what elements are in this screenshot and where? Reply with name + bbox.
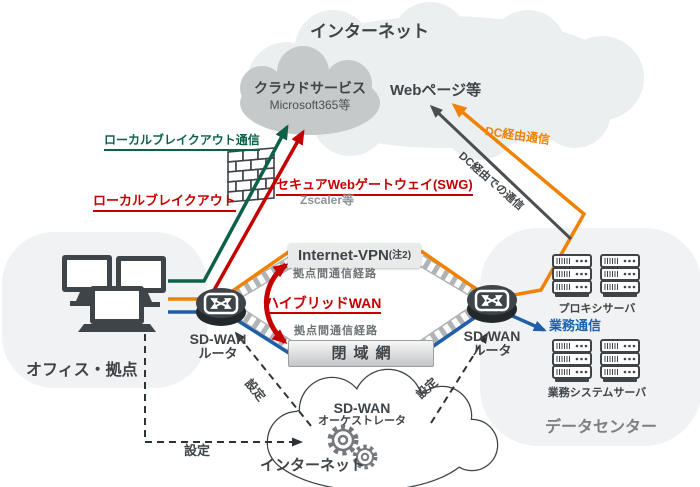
orchestrator-cloud-fill [268,370,497,487]
internet-title: インターネット [310,22,429,41]
hybrid-wan-arrow [263,262,289,344]
cloud-service-label: クラウドサービス [254,80,366,96]
config-office-label: 設定 [184,443,211,458]
business-server-label: 業務システムサーバ [547,387,647,399]
internet-vpn-label: Internet-VPN [297,246,389,264]
config-dashed-arrows [144,331,489,447]
cloud-service-shape [240,46,380,135]
sdwan-router-right-icon [467,285,517,323]
swg-sublabel: Zscaler等 [300,193,355,207]
datacenter-label: データセンター [545,419,658,436]
office-computers-icon [62,255,166,332]
local-breakout-traffic-label: ローカルブレイクアウト通信 [104,133,260,151]
internet-vpn-note: (注2) [388,249,412,261]
local-breakout-arrow [168,124,289,283]
router-right-label: SD-WAN ルータ [442,328,542,359]
router-right-line1: SD-WAN [463,328,521,344]
route-top-label: 拠点間通信経路 [293,268,377,280]
datacenter-area [480,228,700,446]
orchestrator-internet-label: インターネット [260,457,366,474]
router-right-line2: ルータ [472,343,512,359]
hybrid-wan-label: ハイブリッドWAN [265,295,382,315]
orchestrator-line2: オーケストレータ [318,415,406,427]
sdwan-router-left-icon [196,288,246,326]
proxy-server-label: プロキシサーバ [558,303,636,315]
cloud-service-sublabel: Microsoft365等 [269,98,351,112]
route-bottom-label: 拠点間通信経路 [294,325,378,337]
swg-label: セキュアWebゲートウェイ(SWG) [276,177,473,196]
gear-icons [327,424,378,470]
router-left-label: SD-WAN ルータ [168,331,268,362]
internet-vpn-box: Internet-VPN(注2) [288,243,421,268]
orchestrator-line1: SD-WAN [333,400,391,416]
local-breakout-label: ローカルブレイクアウト [93,193,236,212]
dc-route-return-arrow [429,104,573,241]
local-breakout-return-arrow [211,129,305,293]
business-traffic-label: 業務通信 [549,318,602,333]
web-pages-label: Webページ等 [390,82,482,99]
router-left-line2: ルータ [198,346,238,362]
closed-network-box: 閉域網 [288,340,434,367]
office-label: オフィス・拠点 [26,362,138,379]
router-left-line1: SD-WAN [189,331,247,347]
closed-network-label: 閉域網 [331,344,398,362]
